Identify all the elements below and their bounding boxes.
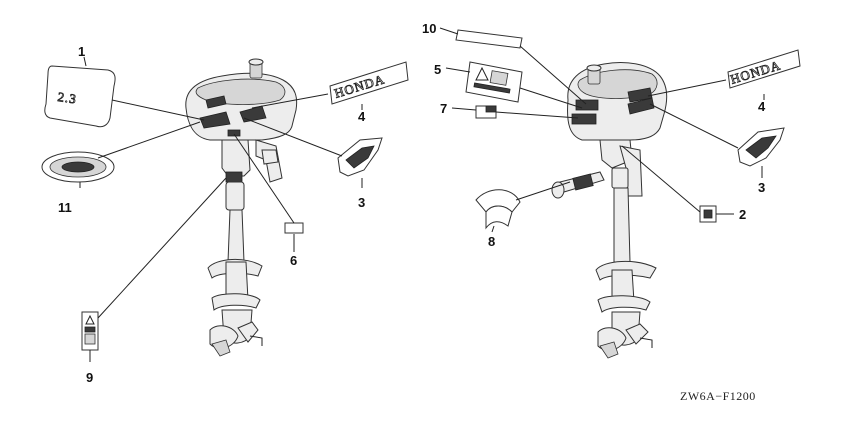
callout-numbers: 1 11 4 3 6 9 10 5 7 4 3 2 8	[58, 21, 766, 385]
outboard-motor-left	[185, 58, 298, 357]
grip-sleeve-part-8	[475, 189, 521, 230]
outboard-motor-right	[551, 62, 668, 359]
callout-8: 8	[488, 234, 495, 249]
small-label-part-7	[475, 105, 497, 119]
callout-10: 10	[422, 21, 436, 36]
callout-5: 5	[434, 62, 441, 77]
tiller-emblem-left-part-3	[337, 137, 383, 177]
strip-label-part-10	[455, 29, 523, 49]
leader-lines	[79, 27, 765, 362]
callout-11: 11	[58, 200, 72, 215]
callout-3-left: 3	[358, 195, 365, 210]
callout-9: 9	[86, 370, 93, 385]
model-badge-part-1: 2.3	[44, 65, 116, 128]
tiller-emblem-right-part-3	[737, 127, 785, 167]
small-label-part-6	[284, 222, 304, 234]
model-badge-text: 2.3	[57, 89, 78, 107]
callout-2: 2	[739, 207, 746, 222]
square-label-part-2	[699, 205, 717, 223]
callout-4-left: 4	[358, 109, 366, 124]
honda-emblem-right-part-4: HONDA	[727, 49, 801, 89]
callout-1: 1	[78, 44, 85, 59]
callout-4-right: 4	[758, 99, 766, 114]
honda-emblem-left-text: HONDA	[332, 71, 386, 101]
figure-code: ZW6A−F1200	[680, 389, 756, 403]
callout-7: 7	[440, 101, 447, 116]
warning-label-part-5	[465, 61, 523, 103]
callout-6: 6	[290, 253, 297, 268]
callout-3-right: 3	[758, 180, 765, 195]
oval-emblem-part-11	[41, 151, 115, 183]
caution-label-part-9	[81, 311, 99, 351]
honda-emblem-left-part-4: HONDA	[329, 61, 409, 105]
honda-emblem-right-text: HONDA	[728, 57, 782, 87]
